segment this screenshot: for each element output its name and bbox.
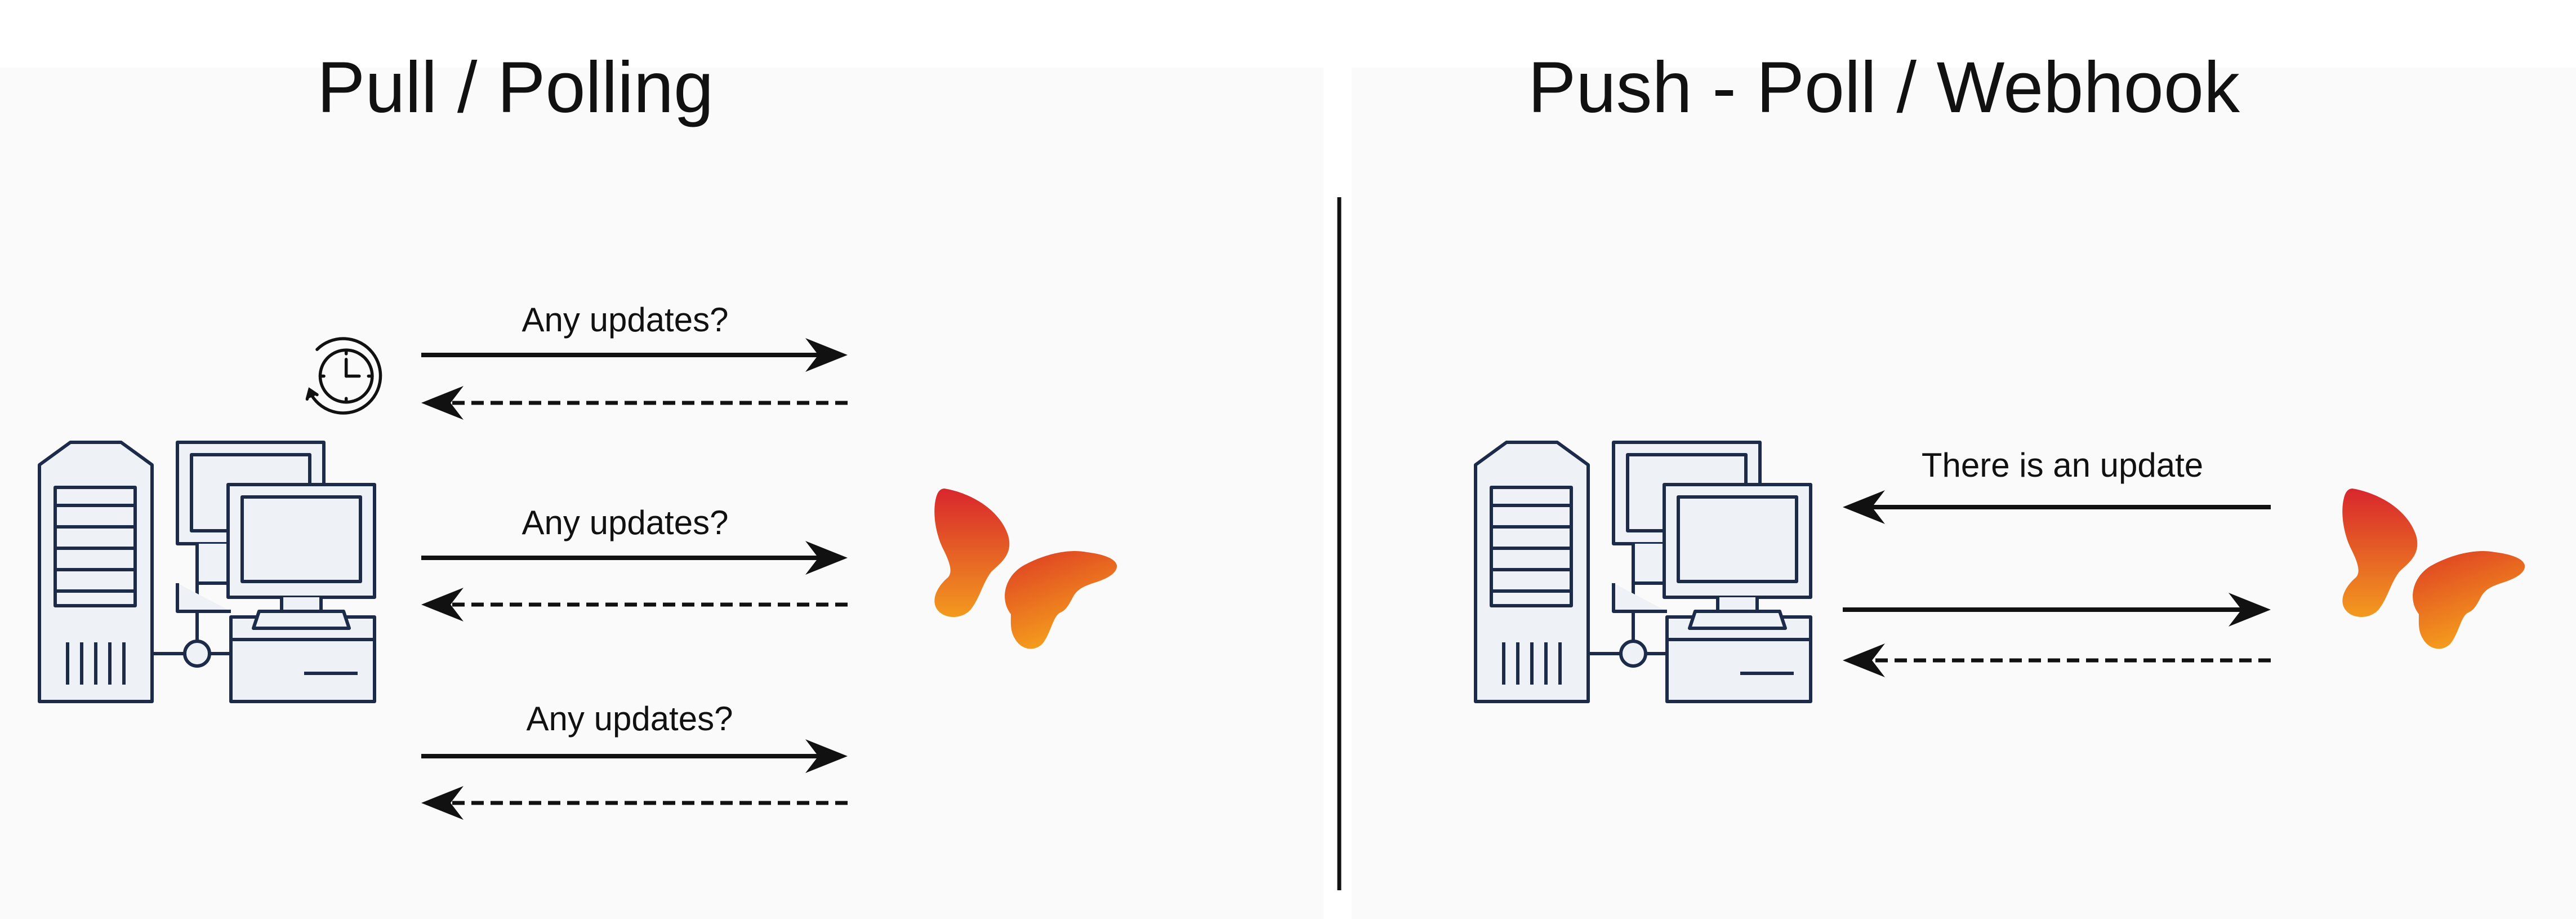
computer-workstation-icon <box>39 442 375 702</box>
pull-response-arrow-2 <box>421 588 848 621</box>
push-webhook-title: Push - Poll / Webhook <box>1527 47 2240 128</box>
push-arrow-2 <box>1843 593 2271 627</box>
butterfly-logo-icon <box>934 489 1117 649</box>
pull-polling-title: Pull / Polling <box>317 47 714 128</box>
push-arrow-3 <box>1843 643 2271 677</box>
clock-refresh-icon <box>307 339 380 413</box>
pull-request-arrow-1 <box>421 338 848 372</box>
pull-request-label-1: Any updates? <box>522 301 729 339</box>
pull-request-arrow-2 <box>421 541 848 575</box>
pull-request-label-2: Any updates? <box>522 504 729 541</box>
butterfly-logo-icon-right <box>2342 489 2525 649</box>
pull-request-arrow-3 <box>421 739 848 773</box>
pull-response-arrow-1 <box>421 386 848 420</box>
computer-workstation-icon-right <box>1476 442 1811 702</box>
arrows-group <box>421 338 2271 820</box>
pull-request-label-3: Any updates? <box>526 700 733 738</box>
push-arrow-1 <box>1843 490 2271 524</box>
pull-response-arrow-3 <box>421 786 848 820</box>
push-notification-label: There is an update <box>1921 446 2204 484</box>
